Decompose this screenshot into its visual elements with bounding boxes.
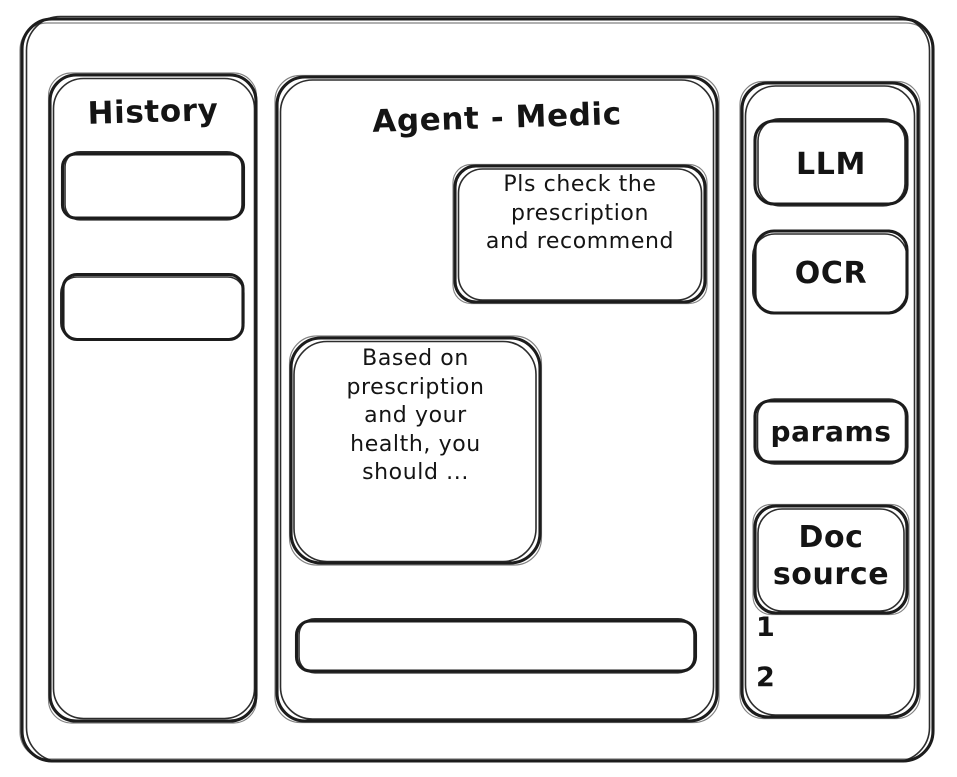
tool-button-params-label: params [770, 415, 892, 448]
user-message-text: Pls check the prescription and recommend [485, 172, 675, 255]
history-item-1-ink [60, 151, 246, 221]
tool-button-llm-label: LLM [796, 147, 866, 182]
history-item-2-ink [60, 272, 246, 342]
history-list-item[interactable] [60, 151, 246, 221]
message-composer-ink [294, 618, 698, 674]
tool-button-doc-source-label: Doc source [772, 520, 890, 592]
history-panel-title: History [87, 92, 219, 132]
history-list-item[interactable] [60, 272, 246, 342]
message-composer-input[interactable] [294, 618, 698, 674]
doc-source-list-item[interactable]: 2 [756, 662, 776, 693]
tool-button-ocr-label: OCR [794, 256, 868, 291]
doc-source-list-item[interactable]: 1 [756, 612, 776, 643]
agent-message-text: Based on prescription and your health, y… [346, 346, 485, 486]
